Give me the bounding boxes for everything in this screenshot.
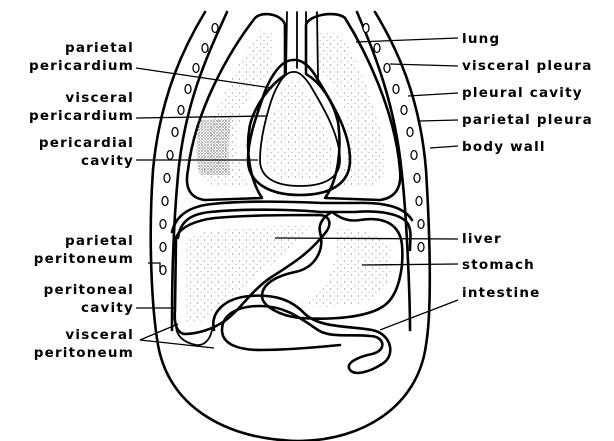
label-lung: lung xyxy=(462,31,500,47)
label-visceral-peritoneum-2: peritoneum xyxy=(34,345,134,361)
label-visceral-pleura: visceral pleura xyxy=(462,58,593,74)
label-visceral-pericardium-2: pericardium xyxy=(29,108,134,124)
label-pericardial-cavity-2: cavity xyxy=(81,153,134,169)
label-visceral-pericardium-1: visceral xyxy=(65,90,134,106)
label-visceral-peritoneum-1: visceral xyxy=(65,327,134,343)
label-pericardial-cavity-1: pericardial xyxy=(39,135,134,151)
label-peritoneal-cavity-1: peritoneal xyxy=(44,282,134,298)
label-stomach: stomach xyxy=(462,257,535,273)
label-parietal-pleura: parietal pleura xyxy=(462,112,593,128)
label-pleural-cavity: pleural cavity xyxy=(462,85,583,101)
label-parietal-pericardium-2: pericardium xyxy=(29,58,134,74)
label-parietal-peritoneum-1: parietal xyxy=(65,233,134,249)
left-lung xyxy=(187,14,285,200)
right-labels: lung visceral pleura pleural cavity pari… xyxy=(462,31,593,301)
peritoneum-lining xyxy=(176,325,212,345)
label-liver: liver xyxy=(462,231,502,247)
label-body-wall: body wall xyxy=(462,139,546,155)
label-intestine: intestine xyxy=(462,285,541,301)
label-parietal-pericardium-1: parietal xyxy=(65,40,134,56)
label-parietal-peritoneum-2: peritoneum xyxy=(34,251,134,267)
left-labels: parietal pericardium visceral pericardiu… xyxy=(29,40,134,361)
label-peritoneal-cavity-2: cavity xyxy=(81,300,134,316)
trachea-tubes xyxy=(286,12,318,78)
